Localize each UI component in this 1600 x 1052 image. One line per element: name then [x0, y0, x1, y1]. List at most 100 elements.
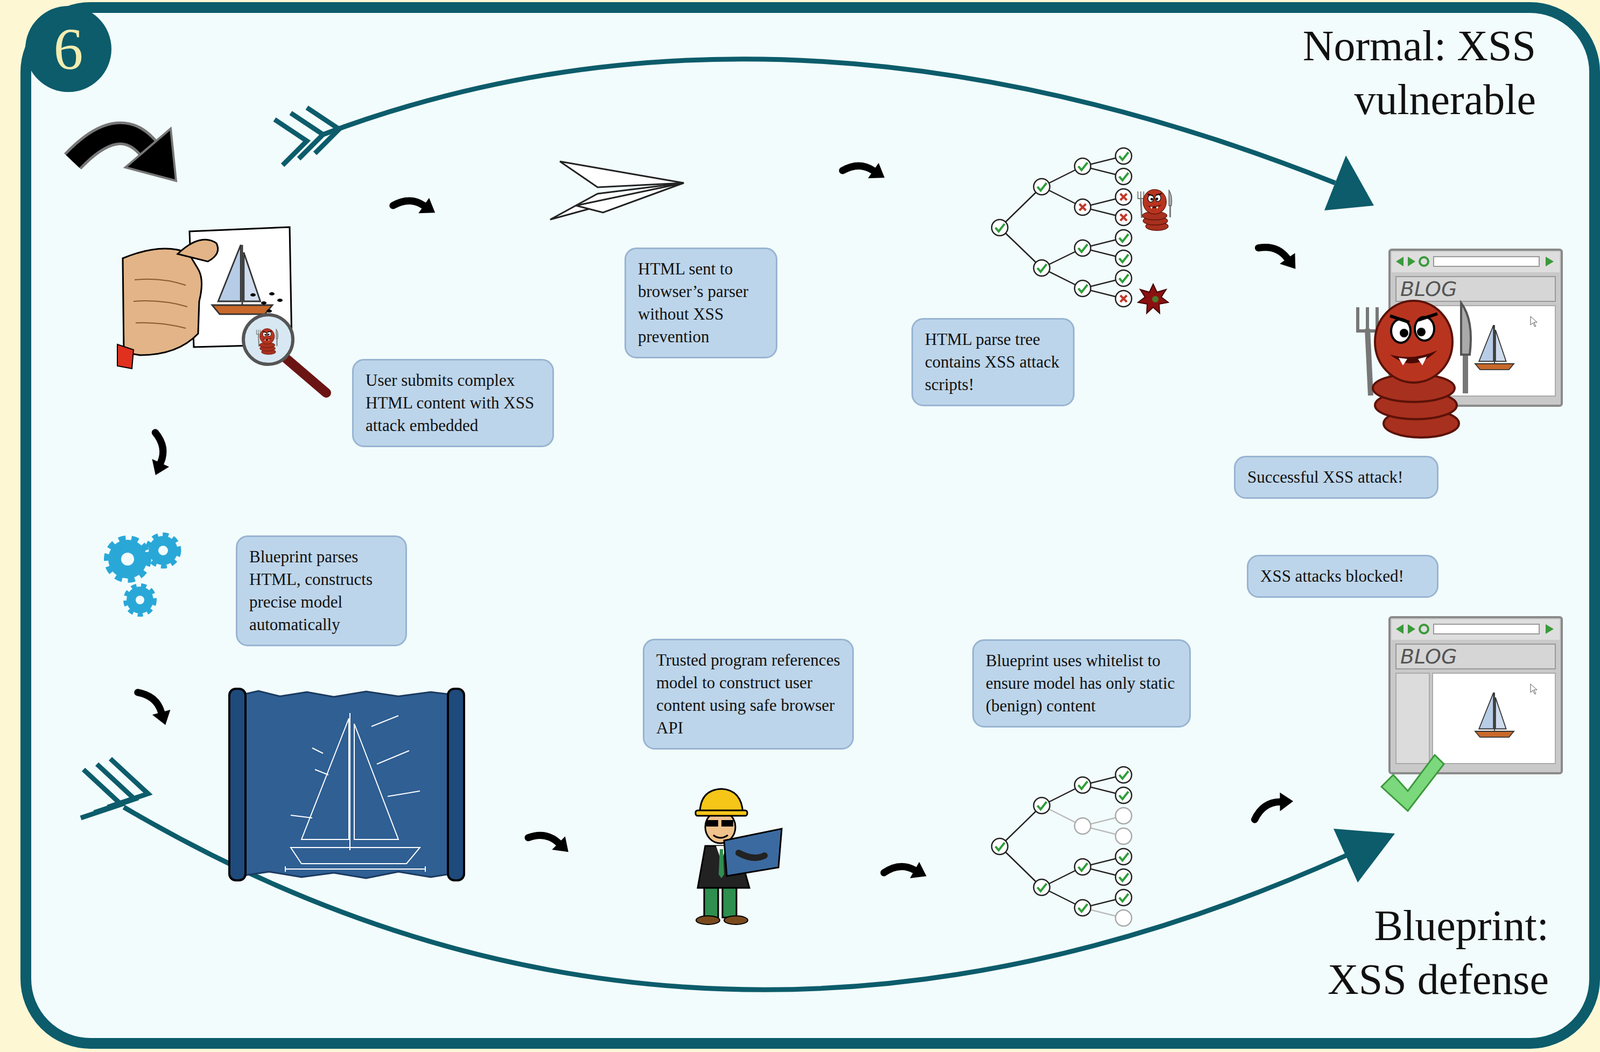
step-arrows-part — [147, 431, 171, 476]
worker — [695, 789, 782, 925]
hand-with-page-part — [177, 239, 219, 262]
paper-airplane — [550, 161, 684, 220]
browser-attacked — [1357, 249, 1562, 438]
worker-part — [704, 888, 719, 918]
parse-tree-safe-part — [1115, 910, 1132, 927]
callout-text: Trusted program references model to cons… — [656, 649, 841, 740]
parse-tree-attacked-part — [999, 156, 1124, 299]
blueprint-scroll-part-part — [301, 718, 349, 840]
parse-tree-safe-part — [1033, 879, 1050, 896]
gears-part — [121, 552, 135, 566]
step-arrows-part — [1250, 789, 1294, 827]
hand-with-page — [117, 227, 327, 394]
browser-safe — [1381, 617, 1562, 812]
flow-arc-top-part — [1324, 155, 1374, 211]
worker-part — [713, 835, 728, 839]
parse-tree-safe-part — [1115, 828, 1132, 845]
parse-tree-safe-part — [991, 838, 1008, 855]
parse-tree-safe-part — [1115, 787, 1132, 804]
browser-safe-part — [1381, 755, 1444, 812]
parse-tree-safe-part — [1074, 818, 1091, 835]
browser-attacked-part — [1357, 300, 1471, 438]
parse-tree-attacked-part — [1033, 178, 1050, 195]
callout-box: Trusted program references model to cons… — [642, 639, 854, 750]
start-arrow — [72, 128, 177, 181]
panel-heading: Blueprint: XSS defense — [1301, 899, 1549, 1007]
blueprint-scroll-part-part — [285, 866, 426, 873]
hand-with-page-part — [117, 344, 134, 369]
hand-with-page-part — [266, 309, 272, 313]
blueprint-scroll-part — [229, 689, 246, 881]
paper-airplane-part — [576, 183, 684, 213]
hand-with-page-part — [250, 293, 256, 297]
parse-tree-attacked-part — [1115, 290, 1132, 307]
hand-with-page-part — [133, 279, 188, 329]
step-arrows — [132, 163, 1301, 881]
blueprint-scroll-part — [239, 691, 458, 879]
parse-tree-attacked-part — [991, 219, 1008, 236]
parse-tree-attacked-part — [1115, 209, 1132, 226]
step-arrows-part — [132, 686, 175, 726]
gears-part — [108, 539, 147, 579]
hand-with-page-part — [285, 358, 327, 394]
parse-tree-safe-part — [1074, 900, 1091, 917]
gears-part — [126, 586, 154, 614]
worker-part — [724, 916, 748, 925]
worker-part — [738, 853, 765, 859]
callout-text: HTML parse tree contains XSS attack scri… — [924, 328, 1062, 397]
parse-tree-safe-part — [1041, 805, 1124, 919]
parse-tree-attacked — [991, 148, 1173, 314]
parse-tree-safe-part — [1115, 848, 1132, 866]
callout-box: Blueprint uses whitelist to ensure model… — [972, 639, 1191, 728]
worker-part — [718, 849, 725, 879]
callout-box: XSS attacks blocked! — [1246, 555, 1439, 599]
parse-tree-attacked-part — [1115, 148, 1132, 165]
hand-with-page-part — [122, 248, 202, 356]
hand-with-page-part — [212, 244, 273, 315]
parse-tree-safe-part — [999, 775, 1124, 909]
worker-part — [706, 820, 719, 827]
worker-part — [722, 888, 737, 918]
frame — [25, 7, 1595, 1044]
blueprint-scroll-part — [447, 689, 465, 881]
start-arrow-part — [125, 128, 177, 181]
parse-tree-attacked-part — [1138, 189, 1173, 231]
parse-tree-safe-part — [1115, 808, 1132, 825]
callout-text: Blueprint parses HTML, constructs precis… — [249, 545, 394, 637]
flow-arc-top-part — [323, 59, 1336, 184]
blueprint-scroll-part-part — [354, 724, 399, 840]
callout-text: Successful XSS attack! — [1247, 466, 1426, 489]
parse-tree-safe-part — [1033, 797, 1050, 814]
parse-tree-attacked-part — [1152, 296, 1159, 303]
callout-box: Blueprint parses HTML, constructs precis… — [235, 535, 407, 647]
window-title: BLOG — [1400, 276, 1519, 302]
parse-tree-attacked-part — [1074, 158, 1091, 175]
blueprint-scroll-part — [285, 713, 426, 873]
parse-tree-attacked-part — [1115, 270, 1132, 287]
blueprint-scroll-part-part — [290, 847, 420, 865]
gears-part — [158, 545, 168, 556]
worker-part — [695, 810, 748, 817]
callout-box: Successful XSS attack! — [1233, 455, 1439, 500]
blueprint-scroll-part-part — [349, 713, 351, 851]
parse-tree-safe-part — [1115, 869, 1132, 886]
callout-box: HTML sent to browser’s parser without XS… — [624, 247, 778, 359]
step-number-circle: 6 — [25, 5, 112, 93]
parse-tree-attacked-part — [1115, 168, 1132, 185]
step-arrows-part — [393, 198, 435, 214]
parse-tree-safe — [991, 767, 1132, 927]
callout-text: Blueprint uses whitelist to ensure model… — [985, 649, 1178, 718]
step-arrows-part — [842, 163, 885, 179]
hand-with-page-part — [256, 328, 278, 355]
paper-airplane-part — [559, 161, 684, 188]
step-number: 6 — [25, 5, 112, 93]
window-title: BLOG — [1400, 644, 1519, 670]
paper-airplane-part — [550, 183, 684, 220]
parse-tree-safe-part — [1074, 859, 1091, 876]
gears-part — [148, 536, 178, 566]
step-arrows-part — [527, 830, 572, 854]
hand-with-page-part — [269, 292, 275, 296]
parse-tree-safe-part — [1074, 777, 1091, 794]
